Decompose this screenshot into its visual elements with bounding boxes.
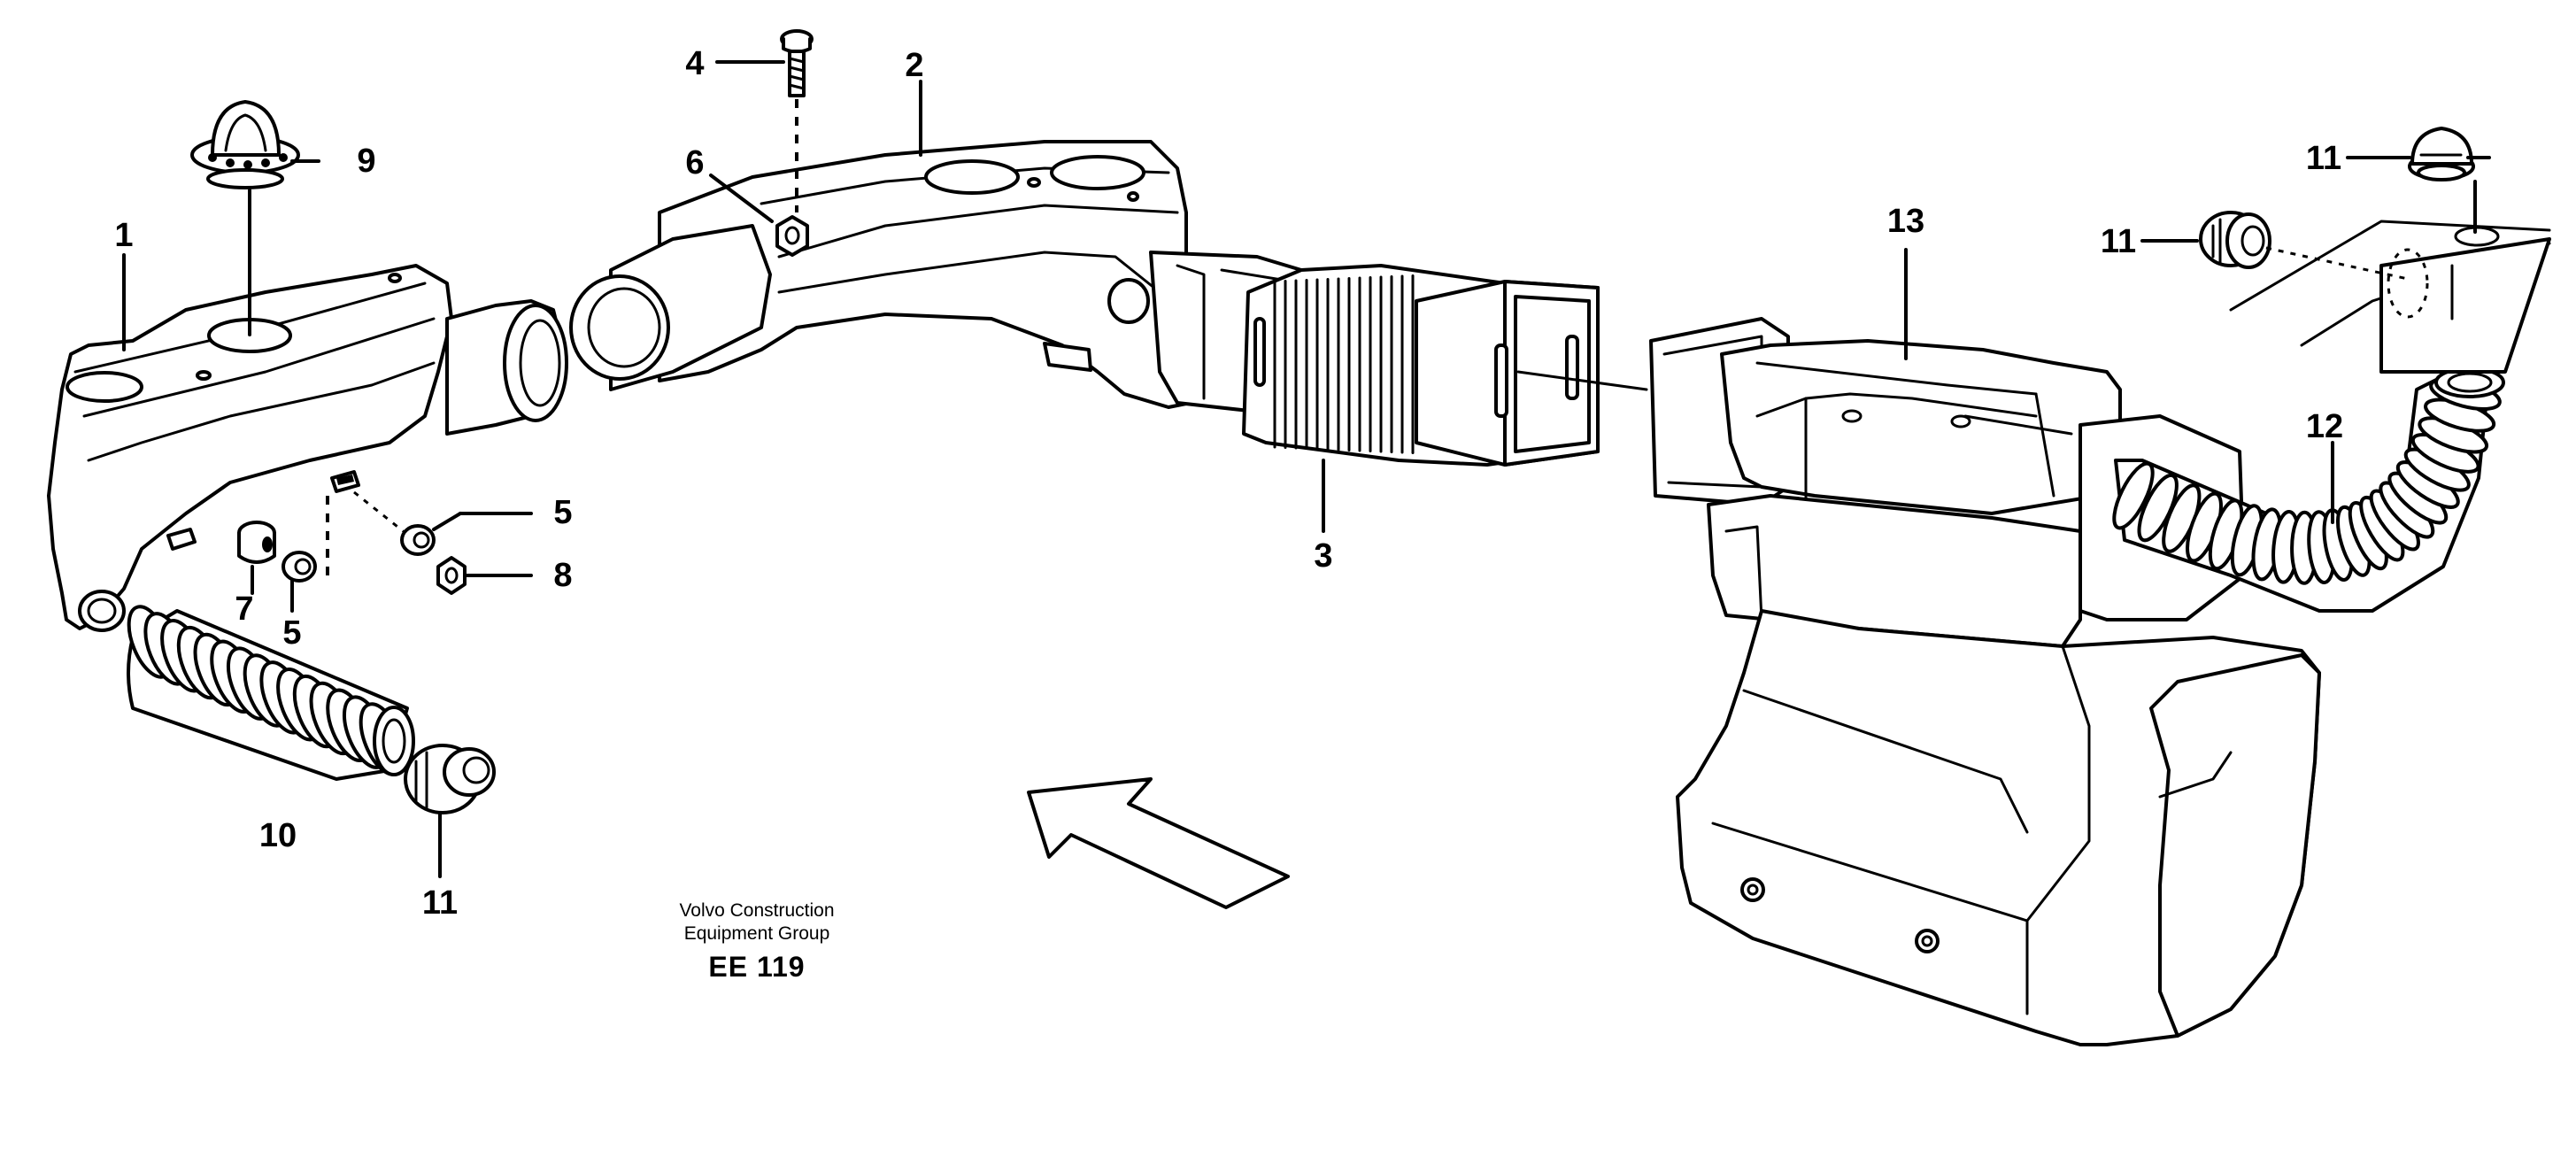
part-9-grommet — [190, 100, 300, 189]
part-12-corrugated-hose — [2112, 367, 2505, 613]
part-5-washer-upper — [400, 524, 436, 556]
callout-13: 13 — [1887, 203, 1924, 240]
callout-12: 12 — [2306, 408, 2343, 445]
callout-5-upper: 5 — [553, 494, 572, 531]
part-11-grommet-upper-left — [2199, 211, 2271, 269]
part-8-nut — [436, 556, 467, 595]
part-10-corrugated-hose — [127, 605, 415, 781]
direction-arrow — [1027, 777, 1290, 909]
callout-11-upper-right: 11 — [2306, 140, 2341, 177]
mounting-panel — [2229, 220, 2551, 374]
part-4-screw — [780, 29, 814, 97]
part-11-grommet-lower — [404, 744, 496, 814]
part-3-bellows — [1242, 264, 1600, 467]
callout-3: 3 — [1314, 537, 1332, 575]
part-5-washer-lower — [282, 551, 317, 583]
figure-code: EE 119 — [708, 951, 806, 983]
part-6-nut — [775, 215, 809, 257]
callout-8: 8 — [553, 557, 572, 594]
callout-1: 1 — [114, 217, 133, 254]
callout-2: 2 — [905, 47, 923, 84]
part-13-blower-unit — [1649, 317, 2321, 1046]
credit-line-2: Equipment Group — [683, 923, 830, 944]
callout-9: 9 — [357, 143, 375, 180]
part-2-upper-duct — [569, 140, 1303, 413]
callout-6: 6 — [685, 144, 704, 181]
part-7-bushing — [237, 521, 276, 564]
credit-line-1: Volvo Construction — [679, 900, 835, 921]
publisher-credit: Volvo Construction Equipment Group EE 11… — [651, 899, 863, 984]
hose-ring — [2112, 461, 2155, 530]
callout-4: 4 — [685, 45, 704, 82]
callout-5-lower: 5 — [282, 614, 301, 652]
part-1-duct-housing — [47, 264, 568, 632]
callout-10: 10 — [259, 817, 297, 854]
callout-11-lower: 11 — [422, 884, 458, 922]
part-11-grommet-upper-right — [2408, 127, 2475, 181]
callout-7: 7 — [235, 590, 253, 628]
callout-11-upper-left: 11 — [2101, 223, 2136, 260]
